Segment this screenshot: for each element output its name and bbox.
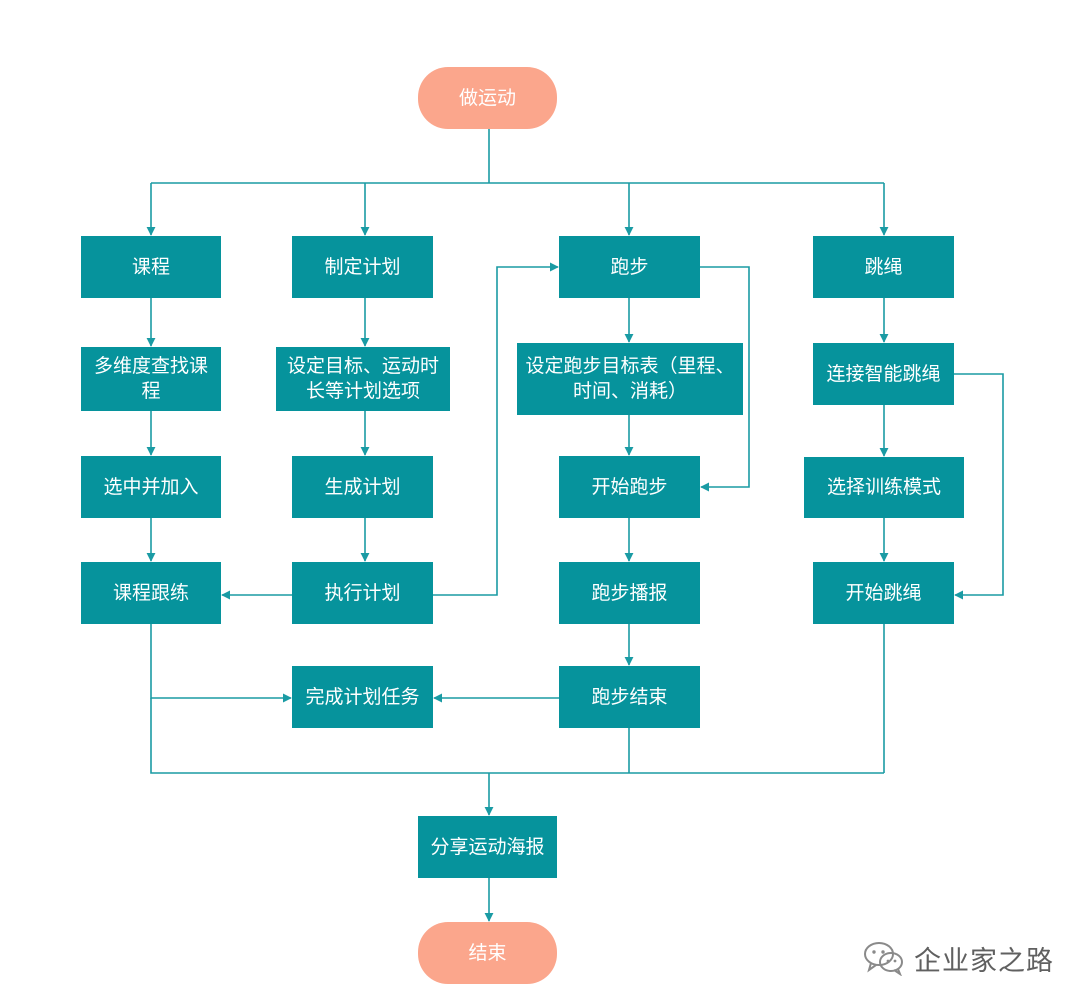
- node-run-report: 跑步播报: [559, 562, 700, 624]
- edge-connect-startrope-bypass: [954, 373, 1004, 600]
- node-complete-task: 完成计划任务: [292, 666, 433, 728]
- node-search-course: 多维度查找课程: [81, 347, 221, 411]
- node-end: 结束: [418, 922, 557, 984]
- node-set-goal: 设定目标、运动时长等计划选项: [276, 347, 450, 411]
- node-plan: 制定计划: [292, 236, 433, 298]
- node-run: 跑步: [559, 236, 700, 298]
- node-start-rope: 开始跳绳: [813, 562, 954, 624]
- node-course-follow: 课程跟练: [81, 562, 221, 624]
- node-execute-plan: 执行计划: [292, 562, 433, 624]
- node-course: 课程: [81, 236, 221, 298]
- node-generate-plan: 生成计划: [292, 456, 433, 518]
- node-select-join: 选中并加入: [81, 456, 221, 518]
- node-rope: 跳绳: [813, 236, 954, 298]
- node-connect-rope: 连接智能跳绳: [813, 343, 954, 405]
- edge-follow-complete: [150, 624, 292, 703]
- edge-execute-run: [433, 262, 559, 596]
- node-select-mode: 选择训练模式: [804, 457, 964, 518]
- edge-merge-bar: [150, 698, 884, 774]
- node-share-poster: 分享运动海报: [418, 816, 557, 878]
- node-run-setting: 设定跑步目标表（里程、时间、消耗）: [517, 343, 743, 415]
- node-start: 做运动: [418, 67, 557, 129]
- edge-run-startrun-bypass: [700, 266, 750, 492]
- wechat-icon: [864, 942, 903, 976]
- watermark: 企业家之路: [862, 938, 1054, 978]
- watermark-text: 企业家之路: [914, 945, 1054, 977]
- node-start-run: 开始跑步: [559, 456, 700, 518]
- node-end-run: 跑步结束: [559, 666, 700, 728]
